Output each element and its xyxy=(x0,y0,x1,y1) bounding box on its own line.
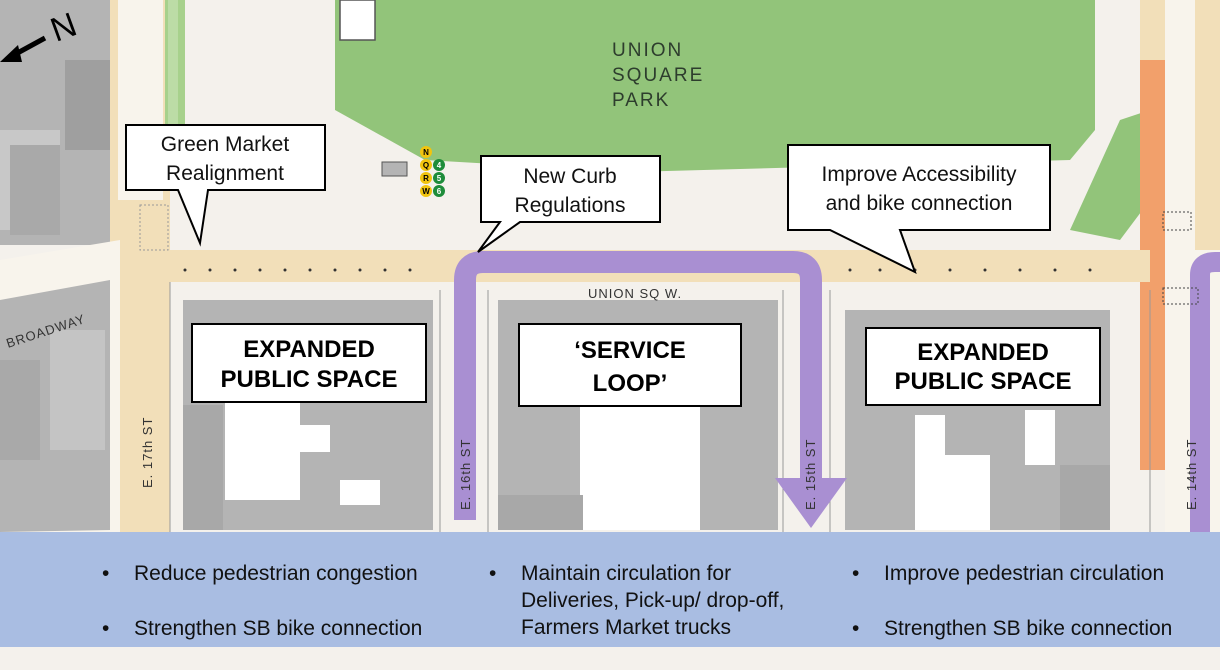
east-bike-lane xyxy=(1190,252,1220,532)
svg-text:and bike connection: and bike connection xyxy=(826,192,1013,215)
park-label-2: SQUARE xyxy=(612,65,704,86)
svg-text:5: 5 xyxy=(437,174,442,183)
callout-accessibility: Improve Accessibility and bike connectio… xyxy=(787,144,1051,274)
svg-text:‘SERVICE: ‘SERVICE xyxy=(574,337,686,364)
svg-text:R: R xyxy=(423,174,429,183)
svg-text:PUBLIC SPACE: PUBLIC SPACE xyxy=(221,366,398,393)
park-label-1: UNION xyxy=(612,40,683,61)
svg-text:W: W xyxy=(422,187,430,196)
street-union-sq-w: UNION SQ W. xyxy=(588,286,682,301)
bullet-line: Farmers Market trucks xyxy=(521,616,732,639)
svg-text:Green Market: Green Market xyxy=(161,133,290,156)
bullet-line: Maintain circulation for xyxy=(521,562,732,585)
svg-text:New Curb: New Curb xyxy=(523,165,616,188)
svg-text:Realignment: Realignment xyxy=(166,162,284,185)
svg-text:Regulations: Regulations xyxy=(515,194,626,217)
street-map: UNION SQUARE PARK N Q R W 4 5 6 xyxy=(0,0,1220,532)
street-e14: E. 14th ST xyxy=(1184,439,1199,510)
northwest-buildings xyxy=(0,0,110,245)
svg-text:4: 4 xyxy=(437,161,442,170)
label-expanded-left: EXPANDED PUBLIC SPACE xyxy=(191,323,427,403)
street-e16: E. 16th ST xyxy=(458,439,473,510)
subway-entrance xyxy=(381,161,408,177)
bullet-line: Deliveries, Pick-up/ drop-off, xyxy=(521,589,785,612)
park-label-3: PARK xyxy=(612,90,670,111)
svg-text:LOOP’: LOOP’ xyxy=(593,370,668,397)
street-e15: E. 15th ST xyxy=(803,439,818,510)
service-loop-arrow xyxy=(775,478,847,528)
bullets-right: Improve pedestrian circulation Strengthe… xyxy=(852,560,1212,670)
callout-curb-regulations: New Curb Regulations xyxy=(477,155,661,253)
bullet-item: Reduce pedestrian congestion xyxy=(102,560,462,587)
broadway-area xyxy=(0,240,120,532)
service-loop-path xyxy=(454,251,822,520)
svg-text:6: 6 xyxy=(437,187,442,196)
park-east-lawn xyxy=(1070,110,1150,240)
bullet-item: Strengthen SB bike connection xyxy=(102,615,462,642)
svg-text:PUBLIC SPACE: PUBLIC SPACE xyxy=(895,368,1072,395)
crosswalk-markings xyxy=(139,204,1199,305)
svg-text:Q: Q xyxy=(423,161,429,170)
bullets-left: Reduce pedestrian congestion Strengthen … xyxy=(102,560,462,670)
union-square-park xyxy=(335,0,1095,172)
label-service-loop: ‘SERVICE LOOP’ xyxy=(518,323,742,407)
bullet-item: Strengthen SB bike connection xyxy=(852,615,1212,642)
callout-green-market: Green Market Realignment xyxy=(125,124,326,247)
subway-lines-icon: N Q R W 4 5 6 xyxy=(420,146,445,197)
park-structure xyxy=(339,0,376,41)
svg-text:EXPANDED: EXPANDED xyxy=(243,336,375,363)
svg-text:EXPANDED: EXPANDED xyxy=(917,339,1049,366)
bullet-item: Improve pedestrian circulation xyxy=(852,560,1212,587)
street-e17: E. 17th ST xyxy=(140,417,155,488)
svg-text:Improve Accessibility: Improve Accessibility xyxy=(822,163,1017,186)
bullet-item: Maintain circulation for Deliveries, Pic… xyxy=(489,560,829,641)
label-expanded-right: EXPANDED PUBLIC SPACE xyxy=(865,327,1101,406)
bullets-middle: Maintain circulation for Deliveries, Pic… xyxy=(489,560,829,641)
svg-text:N: N xyxy=(423,148,429,157)
summary-panel: Reduce pedestrian congestion Strengthen … xyxy=(0,532,1220,647)
